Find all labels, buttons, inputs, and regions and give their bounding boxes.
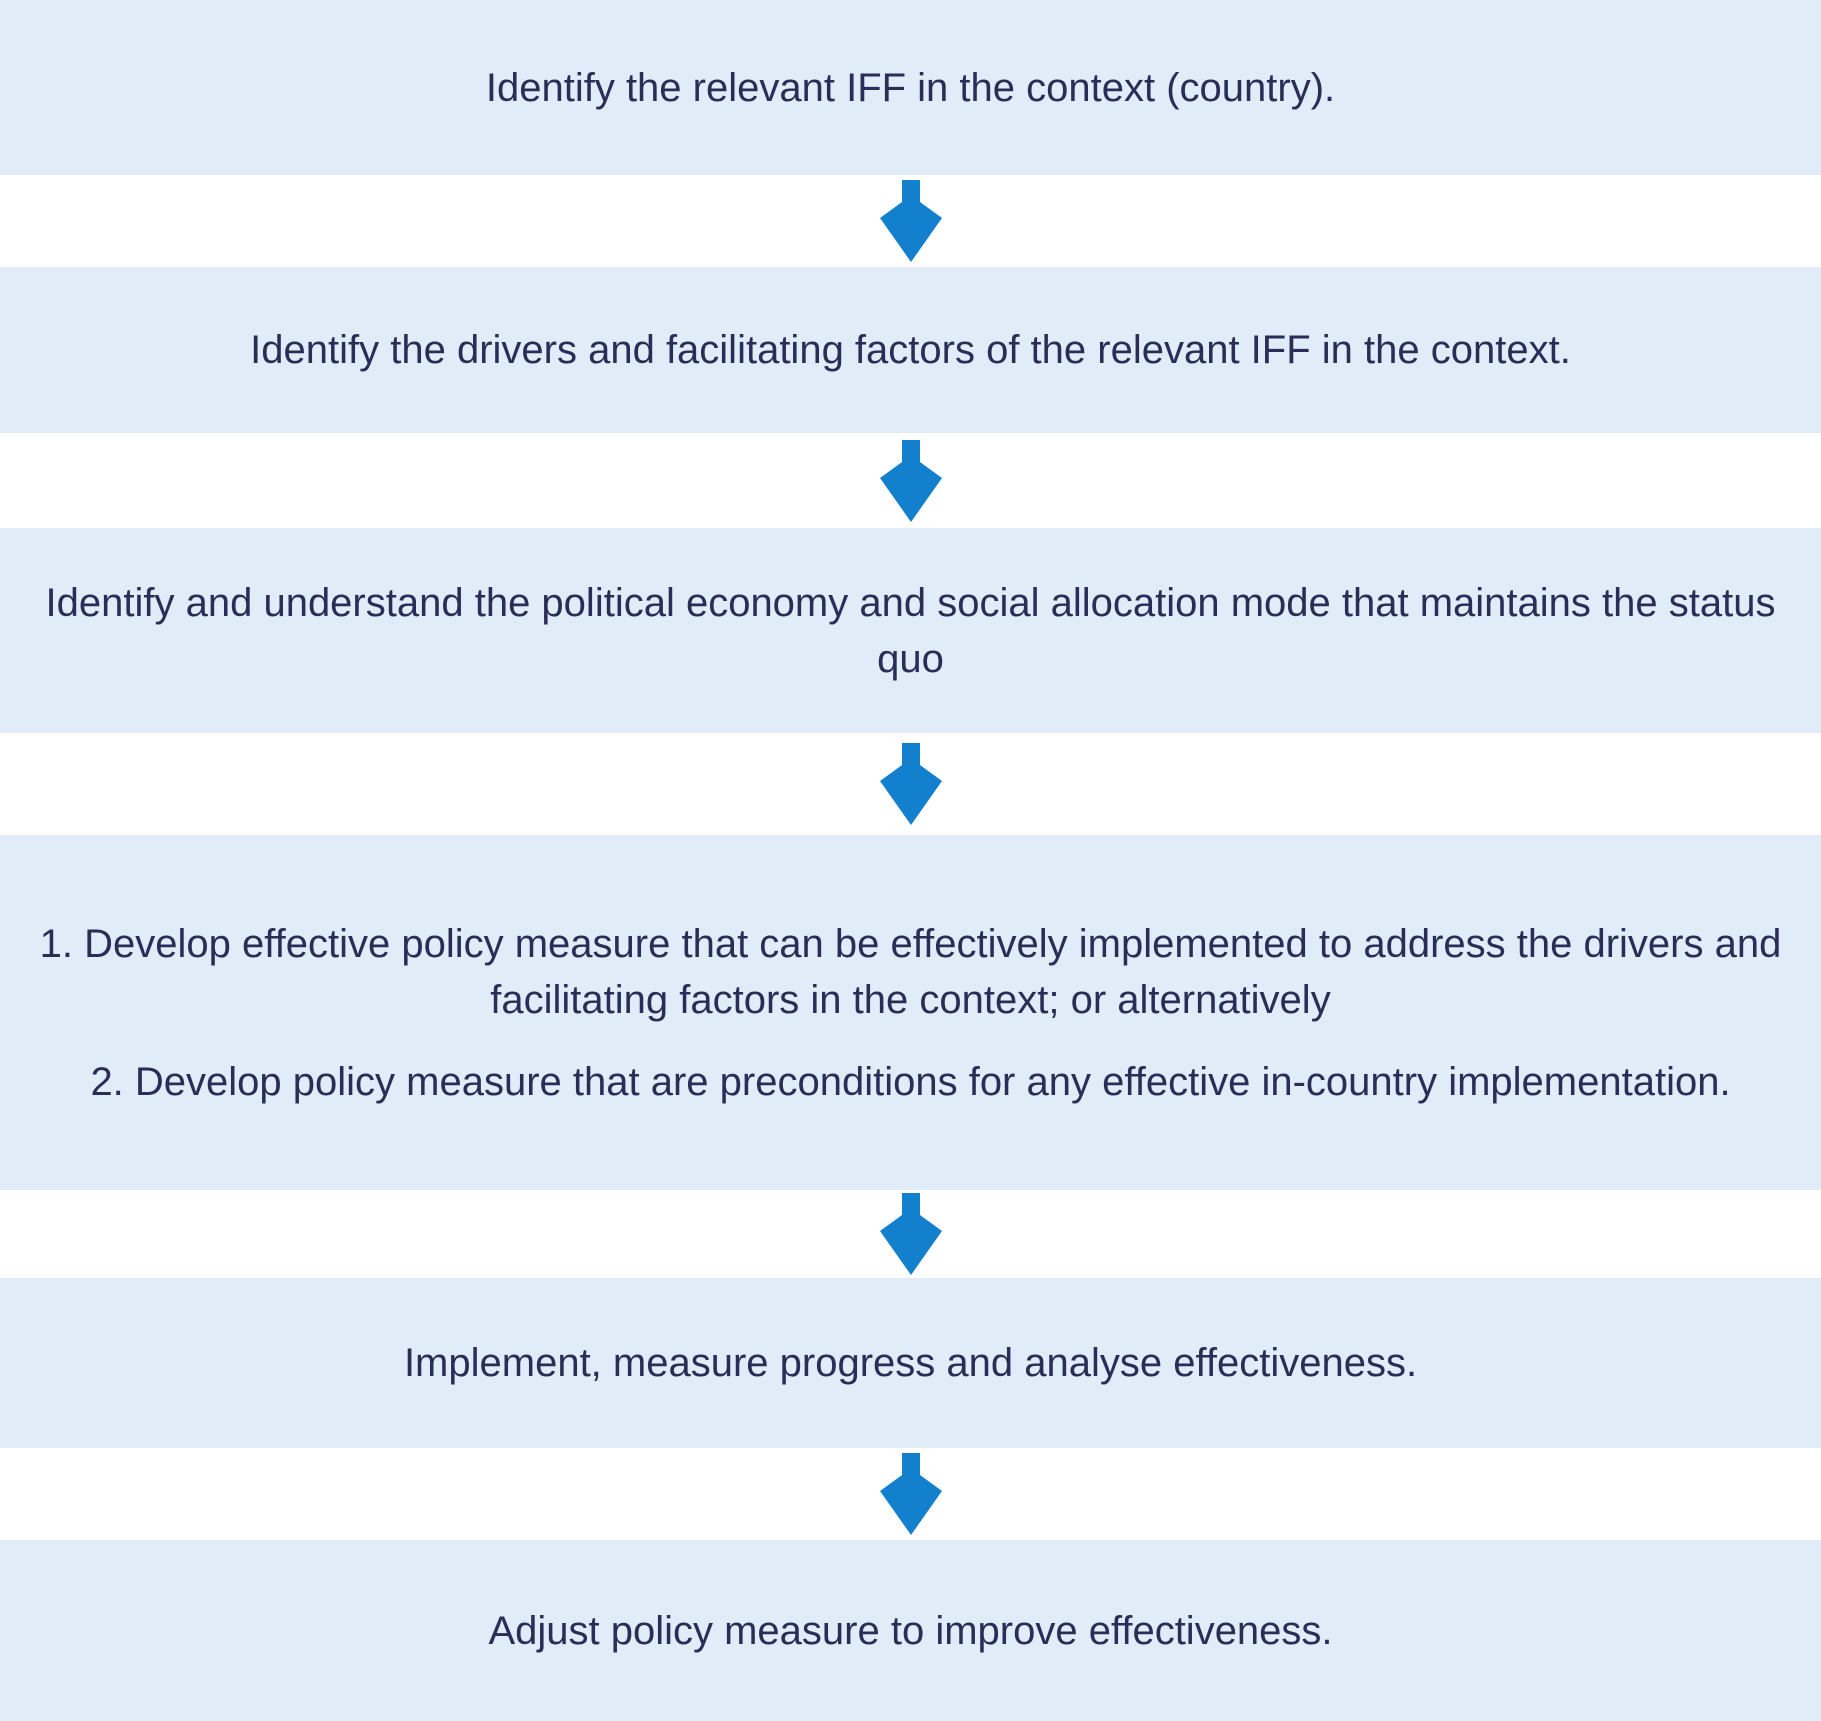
step-text-option-1: 1. Develop effective policy measure that… [39, 921, 1782, 1022]
step-text: Identify the drivers and facilitating fa… [250, 328, 1571, 372]
connector-gap [0, 175, 1821, 267]
step-box-3: Identify and understand the political ec… [0, 528, 1821, 733]
connector-gap [0, 733, 1821, 835]
connector-gap [0, 1448, 1821, 1540]
step-box-6: Adjust policy measure to improve effecti… [0, 1540, 1821, 1721]
down-arrow-icon [879, 743, 942, 825]
step-text: Identify the relevant IFF in the context… [485, 65, 1336, 110]
down-arrow-icon [879, 180, 942, 262]
step-text: Implement, measure progress and analyse … [403, 1341, 1418, 1385]
step-box-4: 1. Develop effective policy measure that… [0, 835, 1821, 1190]
step-text: Adjust policy measure to improve effecti… [488, 1608, 1333, 1653]
down-arrow-icon [879, 1193, 942, 1275]
connector-gap [0, 1190, 1821, 1278]
step-text-option-2: 2. Develop policy measure that are preco… [90, 1059, 1731, 1104]
step-box-1: Identify the relevant IFF in the context… [0, 0, 1821, 175]
connector-gap [0, 433, 1821, 528]
step-box-2: Identify the drivers and facilitating fa… [0, 267, 1821, 433]
down-arrow-icon [879, 1453, 942, 1535]
step-box-5: Implement, measure progress and analyse … [0, 1278, 1821, 1448]
step-text: Identify and understand the political ec… [45, 580, 1776, 681]
down-arrow-icon [879, 439, 942, 522]
